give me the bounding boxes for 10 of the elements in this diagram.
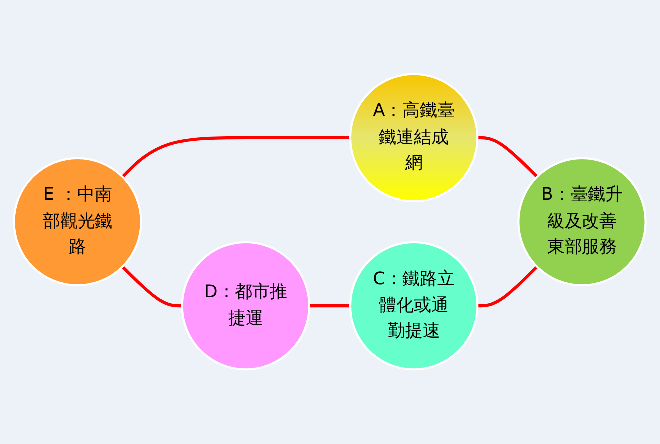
connector (310, 304, 350, 308)
connector (478, 136, 538, 178)
node-circle: B：臺鐵升級及改善東部服務 (518, 157, 647, 287)
connector (122, 136, 350, 178)
node-circle: C：鐵路立體化或通勤提速 (349, 241, 479, 371)
connector (478, 266, 538, 308)
node-circle: D：都市推捷運 (181, 241, 311, 371)
connector (122, 266, 182, 308)
node-circle: A：高鐵臺鐵連結成網 (349, 73, 479, 203)
node-circle: E ：中南部觀光鐵路 (13, 157, 142, 287)
